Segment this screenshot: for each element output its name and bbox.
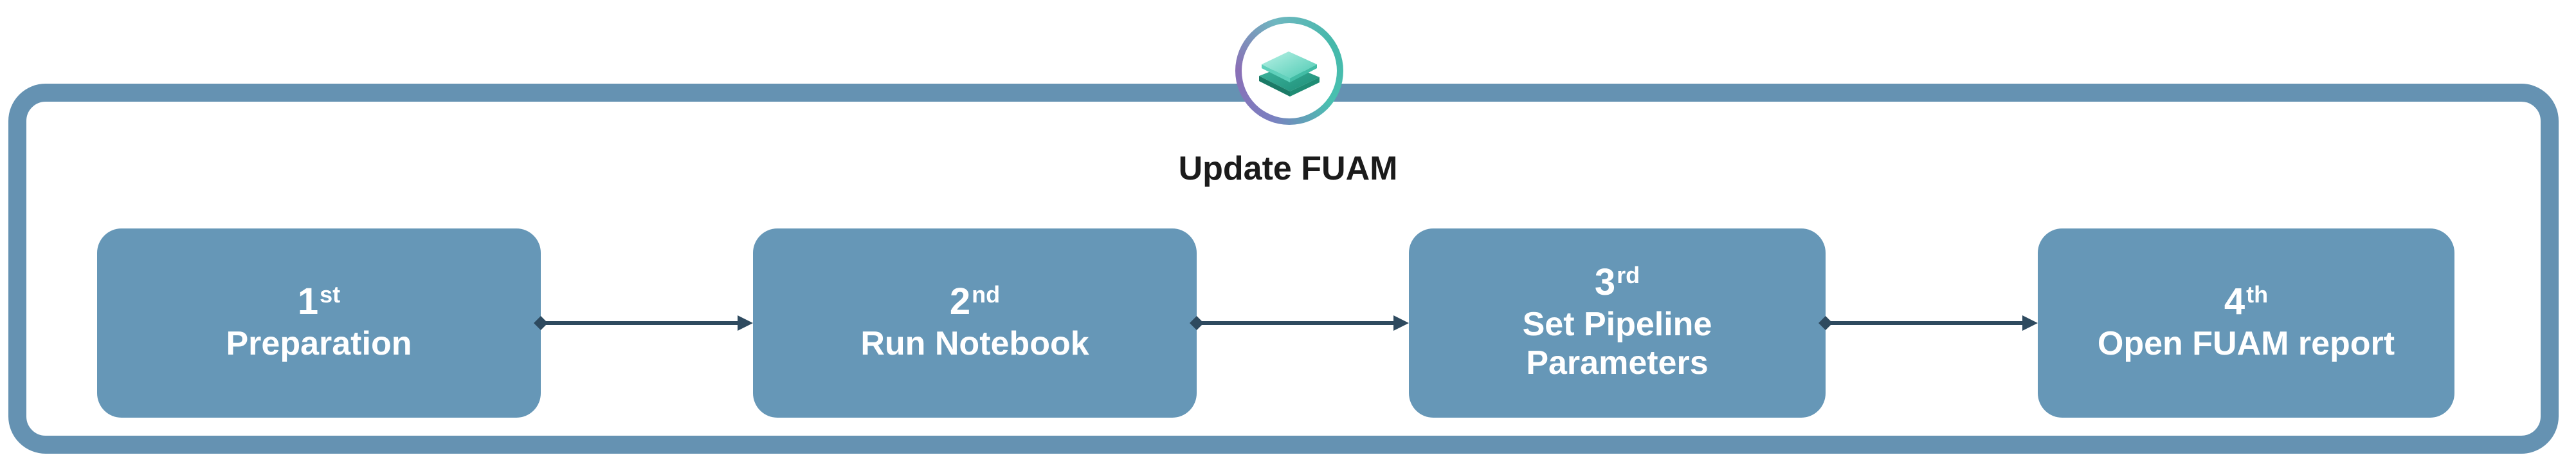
connector-1-2-arrowhead (738, 315, 753, 331)
step-1-box: 1st Preparation (97, 228, 541, 418)
step-1-label: Preparation (226, 324, 412, 362)
connector-2-3 (1190, 315, 1409, 331)
step-2-number: 2 (949, 280, 971, 322)
step-3-number: 3 (1594, 261, 1616, 303)
step-2-label: Run Notebook (860, 324, 1089, 362)
step-4-box: 4th Open FUAM report (2038, 228, 2454, 418)
connector-3-4 (1819, 315, 2038, 331)
connector-1-2 (534, 315, 753, 331)
step-2-suffix: nd (972, 281, 1001, 308)
connector-3-4-diamond (1819, 316, 1833, 330)
diagram-title: Update FUAM (1178, 150, 1398, 187)
step-1-number: 1 (297, 280, 319, 322)
step-3-label-line-1: Set Pipeline (1522, 305, 1712, 343)
connector-2-3-arrowhead (1393, 315, 1409, 331)
step-4-label: Open FUAM report (2097, 324, 2395, 362)
connector-3-4-arrowhead (2022, 315, 2038, 331)
connector-2-3-diamond (1190, 316, 1204, 330)
step-3-label-line-2: Parameters (1526, 344, 1709, 382)
step-3-suffix: rd (1617, 261, 1640, 288)
step-2-box: 2nd Run Notebook (753, 228, 1197, 418)
connector-1-2-diamond (534, 316, 548, 330)
step-4-number: 4 (2224, 280, 2245, 322)
step-1-suffix: st (320, 281, 341, 308)
step-3-box: 3rd Set Pipeline Parameters (1409, 228, 1826, 418)
logo-badge (1235, 17, 1343, 125)
step-4-suffix: th (2246, 281, 2269, 308)
fabric-layers-icon (1259, 51, 1320, 97)
